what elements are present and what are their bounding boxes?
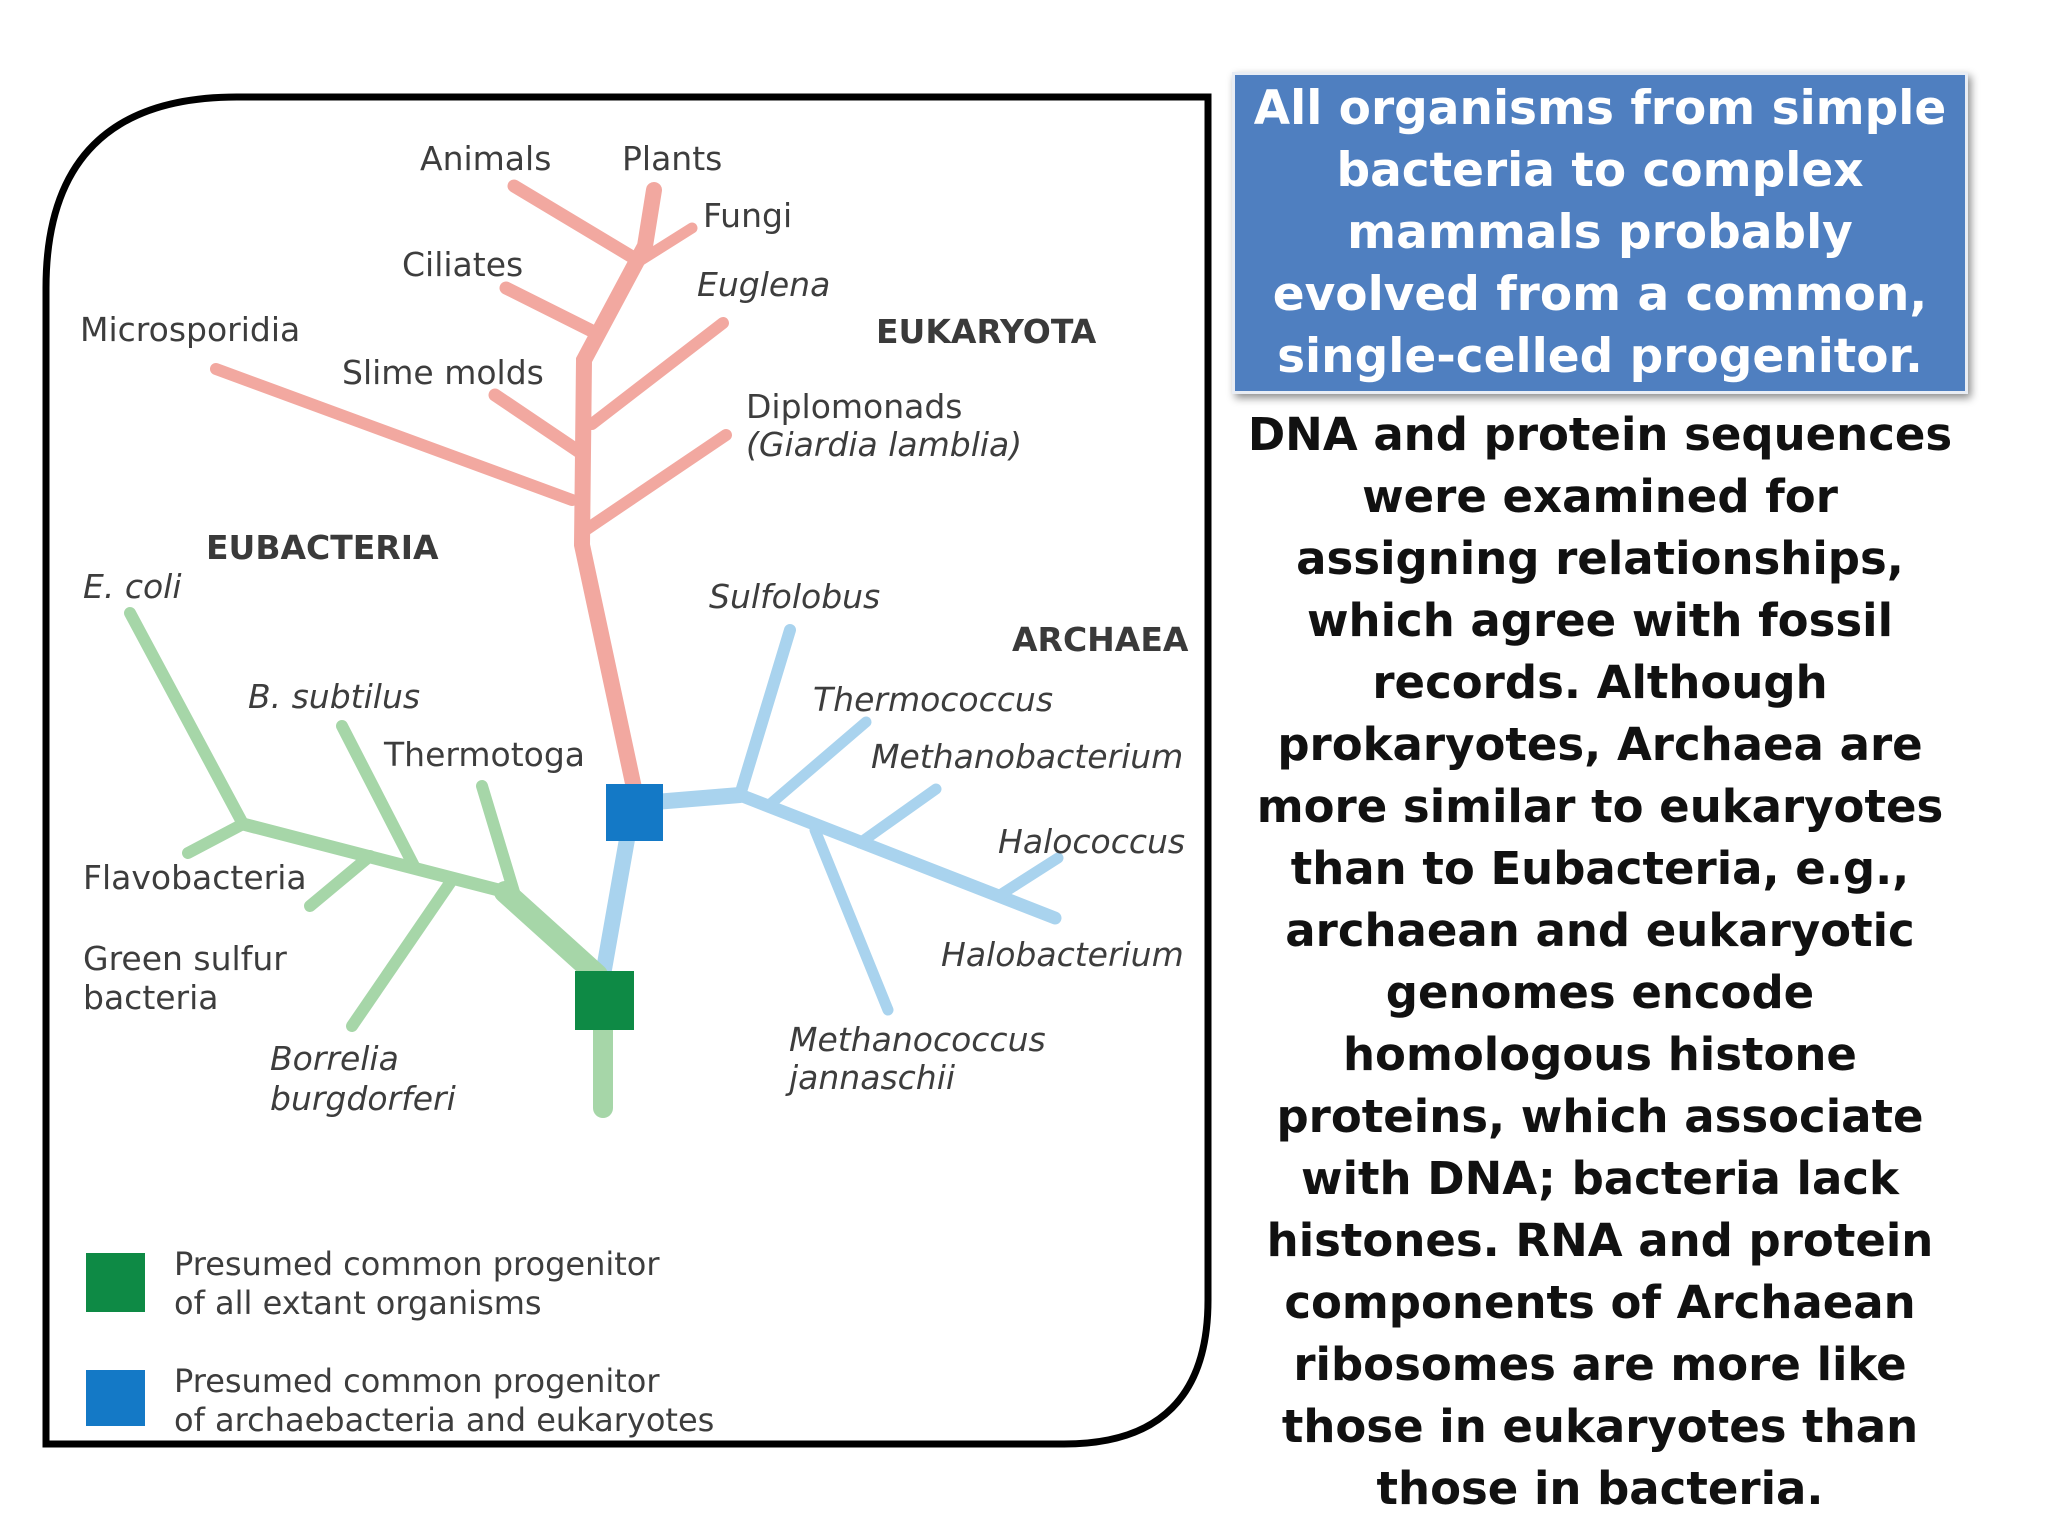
branch-methanobacterium bbox=[854, 783, 942, 849]
label-plants: Plants bbox=[622, 139, 722, 178]
legend-green-line2: of all extant organisms bbox=[174, 1284, 542, 1322]
group-label-archaea: ARCHAEA bbox=[1012, 620, 1189, 659]
label-green-sulfur-line1: Green sulfur bbox=[83, 939, 287, 978]
label-diplomonads: Diplomonads bbox=[746, 387, 963, 426]
label-methanococcus-line2: jannaschii bbox=[785, 1058, 955, 1097]
branch-diplomonads bbox=[578, 429, 732, 537]
eukaryota-branches bbox=[210, 179, 732, 796]
label-halobacterium: Halobacterium bbox=[941, 935, 1184, 974]
eukaryota-trunk bbox=[573, 182, 662, 796]
label-animals: Animals bbox=[420, 139, 551, 178]
label-ecoli: E. coli bbox=[83, 567, 182, 606]
label-thermococcus: Thermococcus bbox=[813, 680, 1053, 719]
archaea-base bbox=[647, 787, 748, 810]
branch-sulfolobus bbox=[734, 624, 796, 801]
branch-thermococcus bbox=[762, 716, 872, 812]
label-giardia: (Giardia lamblia) bbox=[746, 425, 1022, 464]
branch-animals bbox=[507, 179, 641, 265]
label-sulfolobus: Sulfolobus bbox=[709, 577, 880, 616]
group-label-eubacteria: EUBACTERIA bbox=[206, 528, 439, 567]
eubacteria-lower bbox=[236, 817, 517, 900]
archaea-branches bbox=[595, 624, 1064, 1016]
label-bsubtilus: B. subtilus bbox=[248, 677, 420, 716]
branch-borrelia bbox=[346, 874, 458, 1032]
label-microsporidia: Microsporidia bbox=[80, 310, 300, 349]
legend-blue-line2: of archaebacteria and eukaryotes bbox=[174, 1401, 714, 1439]
title-box: All organisms from simple bacteria to co… bbox=[1232, 72, 1968, 394]
branch-thermotoga bbox=[476, 780, 523, 908]
legend-blue-line1: Presumed common progenitor bbox=[174, 1362, 660, 1400]
label-borrelia-line1: Borrelia bbox=[270, 1039, 399, 1078]
branch-euglena bbox=[586, 317, 729, 430]
branch-halococcus bbox=[994, 852, 1064, 901]
branch-methanococcus bbox=[809, 824, 894, 1016]
label-euglena: Euglena bbox=[697, 265, 830, 304]
label-methanococcus-line1: Methanococcus bbox=[789, 1020, 1046, 1059]
label-halococcus: Halococcus bbox=[998, 822, 1185, 861]
label-fungi: Fungi bbox=[703, 196, 792, 235]
archaea-eukarya-progenitor-square bbox=[606, 784, 663, 841]
body-paragraph: DNA and protein sequences were examined … bbox=[1247, 408, 1953, 1515]
legend-swatch-blue bbox=[86, 1370, 145, 1426]
legend-green-line1: Presumed common progenitor bbox=[174, 1245, 660, 1283]
label-methanobacterium: Methanobacterium bbox=[871, 737, 1183, 776]
branch-green-sulfur bbox=[304, 850, 376, 912]
slide-title: All organisms from simple bacteria to co… bbox=[1253, 81, 1947, 384]
branch-microsporidia bbox=[210, 363, 578, 506]
eubacteria-branches bbox=[124, 607, 613, 1118]
label-ciliates: Ciliates bbox=[402, 245, 523, 284]
branch-ciliates bbox=[499, 281, 605, 341]
branch-flavobacteria bbox=[182, 818, 249, 859]
label-green-sulfur-line2: bacteria bbox=[83, 978, 219, 1017]
label-thermotoga: Thermotoga bbox=[383, 735, 585, 774]
legend-swatch-green bbox=[86, 1253, 145, 1312]
common-progenitor-square bbox=[575, 971, 634, 1030]
label-borrelia-line2: burgdorferi bbox=[270, 1079, 456, 1118]
group-label-eukaryota: EUKARYOTA bbox=[876, 312, 1097, 351]
branch-bsubtilus bbox=[336, 720, 421, 874]
label-flavobacteria: Flavobacteria bbox=[83, 858, 307, 897]
branch-fungi bbox=[632, 222, 698, 268]
branch-slime-molds bbox=[488, 388, 591, 462]
branch-ecoli bbox=[124, 607, 249, 830]
label-slime-molds: Slime molds bbox=[342, 353, 544, 392]
diagram-legend: Presumed common progenitor of all extant… bbox=[86, 1245, 714, 1439]
